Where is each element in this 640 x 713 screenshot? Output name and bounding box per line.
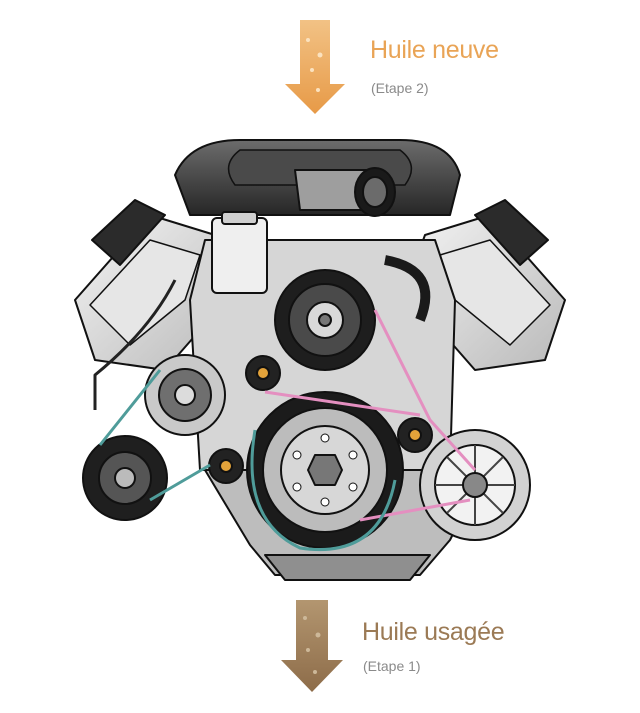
used-oil-label: Huile usagée	[362, 618, 505, 646]
used-oil-arrow-icon	[281, 600, 343, 692]
new-oil-step-label: (Etape 2)	[371, 80, 429, 96]
new-oil-arrow-icon	[285, 20, 345, 114]
new-oil-label: Huile neuve	[370, 36, 499, 64]
used-oil-step-label: (Etape 1)	[363, 658, 421, 674]
engine-illustration	[74, 139, 566, 581]
